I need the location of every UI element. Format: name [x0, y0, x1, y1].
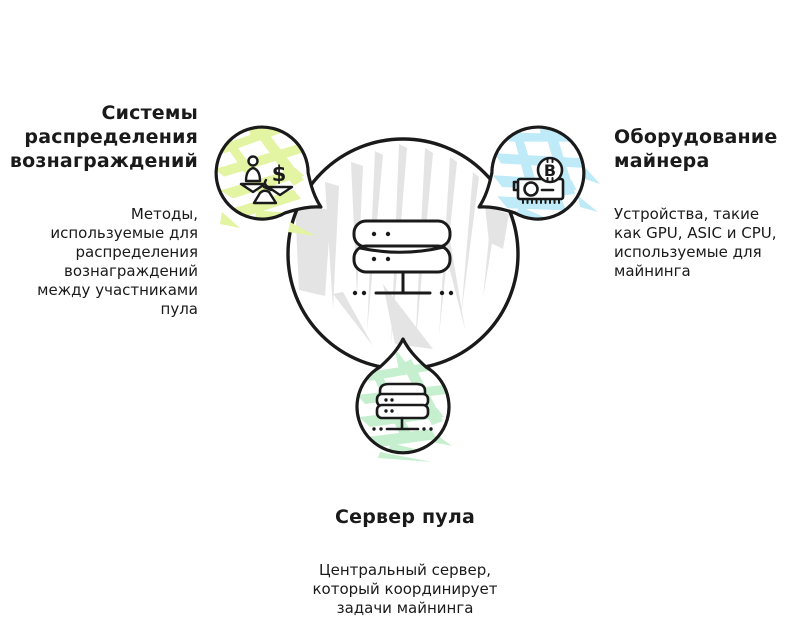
- database-server-icon: [372, 382, 433, 431]
- pool-server-title: Сервер пула: [334, 506, 475, 528]
- rewards-description: Методы, используемые для распределения в…: [37, 205, 198, 318]
- server-rack-icon: [352, 219, 454, 296]
- rewards-label: Системы распределения вознаграждений Мет…: [0, 82, 198, 338]
- hardware-label: Оборудование майнера Устройства, такие к…: [614, 106, 805, 300]
- pool-server-label: Сервер пула Центральный сервер, который …: [293, 486, 517, 636]
- hardware-description: Устройства, такие как GPU, ASIC и CPU, и…: [614, 205, 777, 280]
- rewards-title: Системы распределения вознаграждений: [9, 102, 198, 172]
- pool-server-description: Центральный сервер, который координирует…: [312, 561, 498, 617]
- bitcoin-glyph: B: [544, 161, 556, 180]
- gpu-bitcoin-icon: B: [512, 156, 565, 204]
- balance-scale-icon: $: [239, 155, 294, 205]
- hardware-title: Оборудование майнера: [614, 126, 778, 172]
- dollar-glyph: $: [272, 162, 287, 186]
